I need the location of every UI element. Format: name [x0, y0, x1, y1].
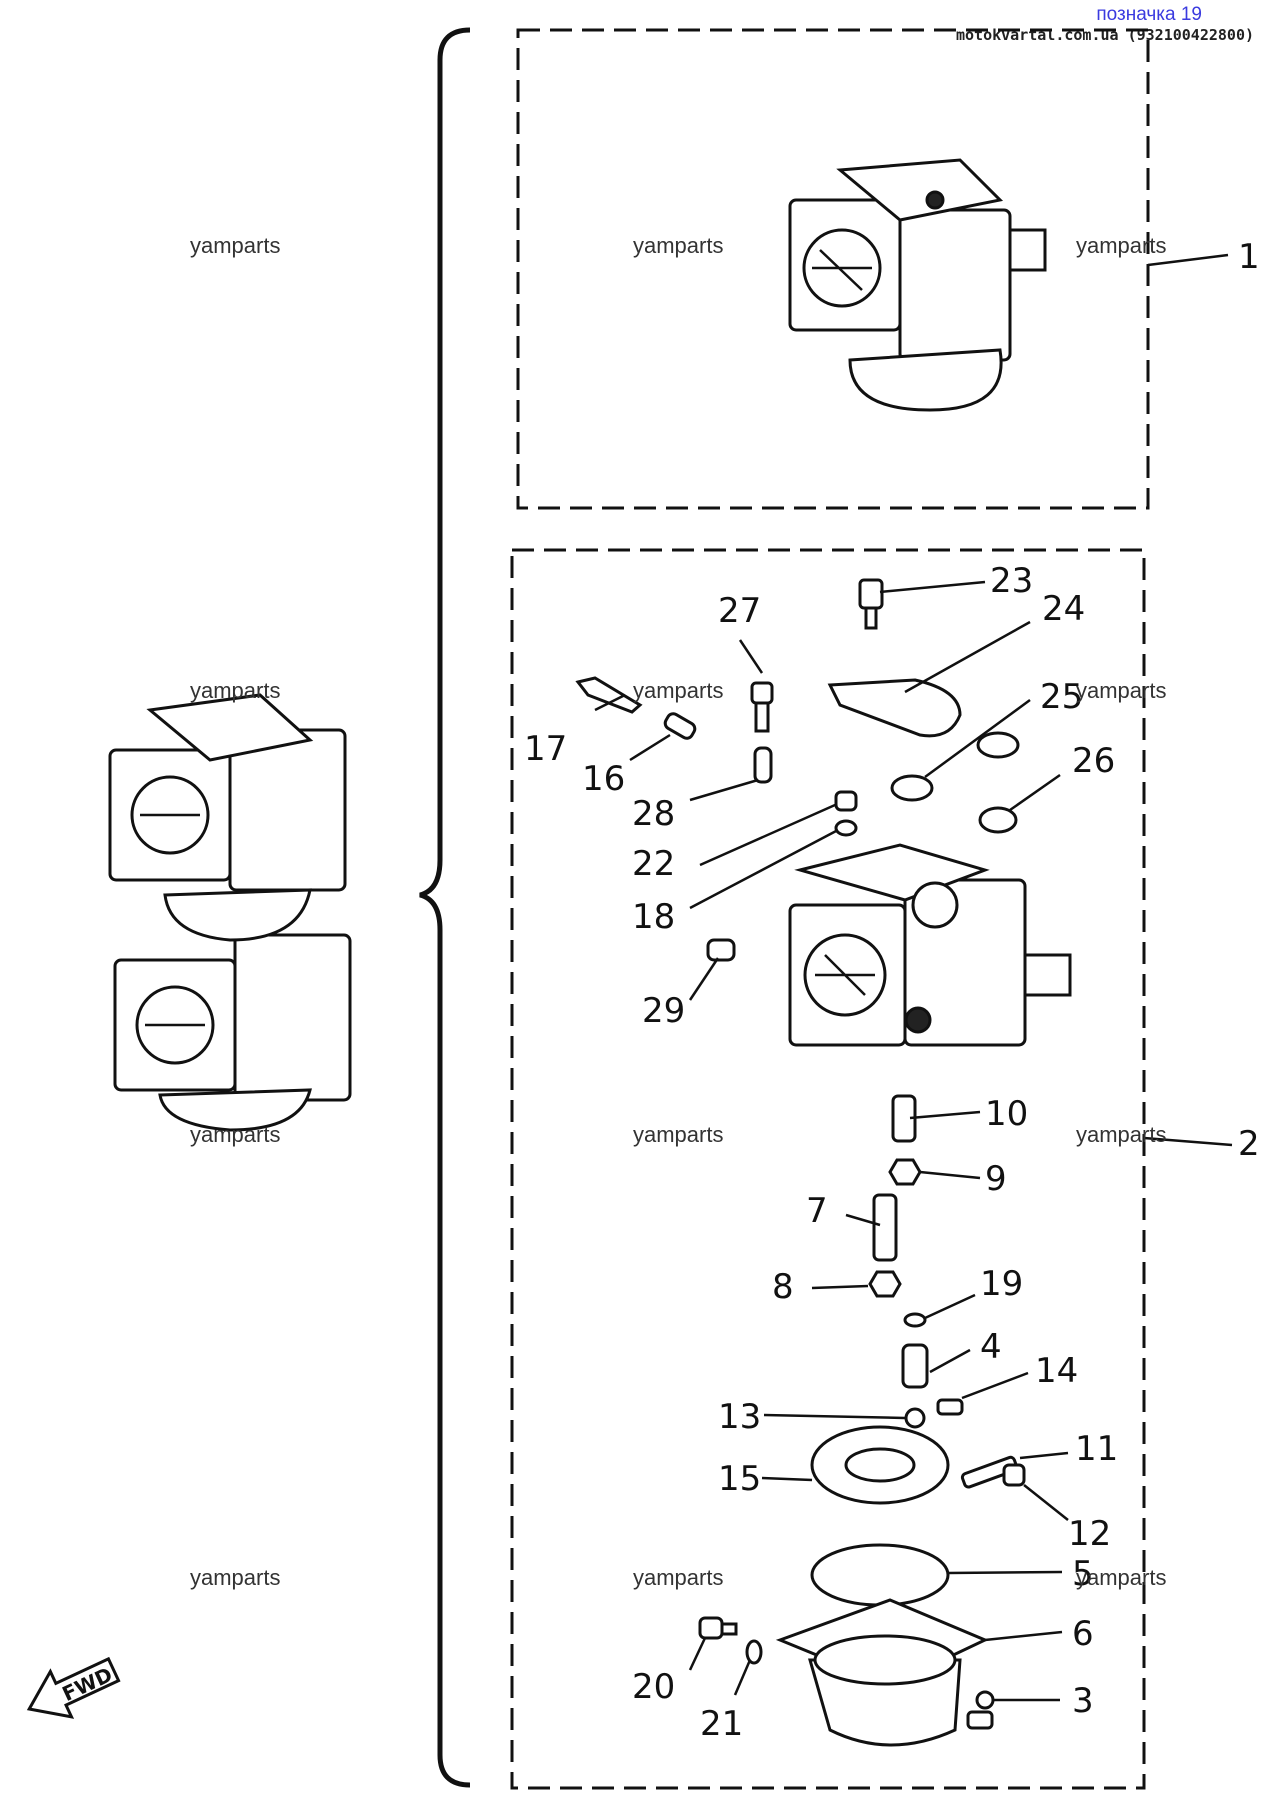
part-label-22: 22	[632, 844, 675, 884]
watermark: yamparts	[1076, 1122, 1166, 1147]
part-27-screw-icon	[750, 681, 774, 733]
part-label-5: 5	[1072, 1554, 1094, 1594]
part-25-cap-icon	[890, 731, 1020, 802]
part-label-14: 14	[1035, 1351, 1078, 1391]
part-26-cap-icon	[978, 806, 1018, 834]
part-23-screw-icon	[858, 578, 884, 630]
part-label-8: 8	[772, 1267, 794, 1307]
part-label-19: 19	[980, 1264, 1023, 1304]
part-13-clip-icon	[904, 1407, 926, 1429]
part-14-pin-icon	[936, 1398, 964, 1416]
part-17-screw-icon	[575, 676, 643, 714]
part-label-25: 25	[1040, 677, 1083, 717]
part-label-17: 17	[524, 729, 567, 769]
watermark: yamparts	[190, 678, 280, 703]
part-20-drain-screw-icon	[698, 1616, 738, 1640]
part-29-plug-icon	[706, 938, 736, 962]
part-label-29: 29	[642, 991, 685, 1031]
part-18-washer-icon	[834, 819, 858, 837]
part-label-24: 24	[1042, 589, 1085, 629]
watermark: yamparts	[633, 1565, 723, 1590]
upper-dashed-box	[516, 28, 1150, 510]
twin-carburetor-icon	[108, 693, 352, 1132]
carburetor-assembly-icon	[788, 158, 1047, 412]
part-label-18: 18	[632, 897, 675, 937]
part-label-15: 15	[718, 1459, 761, 1499]
part-label-23: 23	[990, 561, 1033, 601]
lower-dashed-box	[510, 548, 1146, 1790]
watermark: yamparts	[633, 233, 723, 258]
part-label-20: 20	[632, 1667, 675, 1707]
part-label-7: 7	[806, 1191, 828, 1231]
part-number-labels: 1 2 3 4 5 6 7 8 9 10 11 12 13 14 15 16 1…	[524, 237, 1260, 1744]
part-15-float-icon	[810, 1425, 950, 1505]
part-8-nut-icon	[868, 1270, 902, 1298]
header-title: позначка 19	[1096, 4, 1202, 25]
part-19-oring-icon	[903, 1312, 927, 1328]
part-7-jet-icon	[872, 1193, 898, 1262]
watermark: yamparts	[190, 1565, 280, 1590]
part-label-6: 6	[1072, 1614, 1094, 1654]
watermark-grid: yamparts yamparts yamparts yamparts yamp…	[190, 233, 1166, 1590]
part-label-1: 1	[1238, 237, 1260, 277]
carburetor-body-icon	[788, 843, 1072, 1047]
watermark: yamparts	[633, 1122, 723, 1147]
part-label-9: 9	[985, 1159, 1007, 1199]
part-label-27: 27	[718, 591, 761, 631]
part-16-spring-icon	[663, 712, 697, 740]
part-11-float-pin-icon	[960, 1455, 1019, 1489]
part-label-26: 26	[1072, 741, 1115, 781]
part-21-oring-icon	[745, 1639, 763, 1665]
watermark: yamparts	[1076, 678, 1166, 703]
part-6-float-chamber-icon	[775, 1598, 989, 1747]
part-label-11: 11	[1075, 1429, 1118, 1469]
part-label-16: 16	[582, 759, 625, 799]
part-3-screw-icon	[966, 1690, 995, 1730]
part-9-nut-icon	[888, 1158, 922, 1186]
watermark: yamparts	[1076, 233, 1166, 258]
part-label-3: 3	[1072, 1681, 1094, 1721]
forward-direction-arrow: FWD	[26, 1656, 121, 1719]
part-12-screw-icon	[1002, 1463, 1026, 1487]
part-label-21: 21	[700, 1704, 743, 1744]
part-label-28: 28	[632, 794, 675, 834]
part-22-plug-icon	[834, 790, 858, 812]
part-label-13: 13	[718, 1397, 761, 1437]
part-label-10: 10	[985, 1094, 1028, 1134]
watermark: yamparts	[190, 1122, 280, 1147]
part-24-gasket-icon	[827, 678, 962, 738]
leader-lines	[594, 253, 1233, 1702]
part-label-12: 12	[1068, 1514, 1111, 1554]
assembly-brace	[419, 27, 471, 1788]
watermark: yamparts	[190, 233, 280, 258]
watermark: yamparts	[633, 678, 723, 703]
part-28-spring-icon	[753, 746, 773, 784]
watermark: yamparts	[1076, 1565, 1166, 1590]
part-5-gasket-icon	[810, 1543, 950, 1607]
part-label-4: 4	[980, 1327, 1002, 1367]
part-label-2: 2	[1238, 1124, 1260, 1164]
part-4-valve-icon	[901, 1343, 929, 1389]
